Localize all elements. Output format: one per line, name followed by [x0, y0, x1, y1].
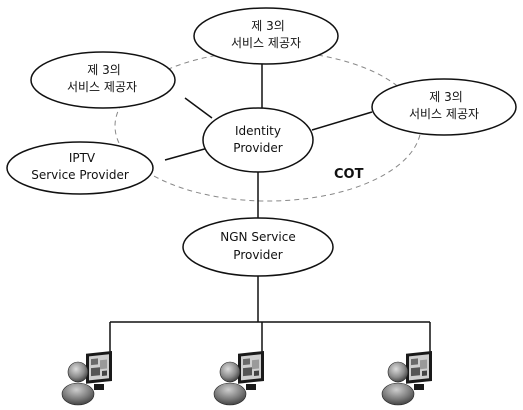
node-label-line1: 제 3의: [251, 19, 285, 33]
user-computer-icon: [213, 350, 265, 406]
cot-label: COT: [334, 167, 364, 182]
user-computer-icon: [381, 350, 433, 406]
user-terminal-1: [61, 350, 113, 406]
user-terminal-3: [381, 350, 433, 406]
node-label-line2: Provider: [233, 141, 282, 155]
node-label-line1: 제 3의: [429, 90, 463, 104]
node-label-line2: Service Provider: [31, 168, 129, 182]
link-idp-left: [184, 97, 213, 119]
node-third-party-top: 제 3의 서비스 제공자: [193, 7, 339, 65]
node-label-line2: Provider: [233, 248, 282, 262]
link-idp-right: [311, 111, 373, 131]
node-label-line1: IPTV: [69, 151, 96, 165]
node-label-line1: NGN Service: [220, 230, 295, 244]
node-label-line2: 서비스 제공자: [67, 80, 137, 94]
link-idp-iptv: [164, 147, 209, 161]
node-label-line1: 제 3의: [87, 63, 121, 77]
node-ngn-provider: NGN Service Provider: [182, 217, 334, 277]
user-terminal-2: [213, 350, 265, 406]
user-computer-icon: [61, 350, 113, 406]
node-label-line1: Identity: [235, 124, 281, 138]
node-third-party-left: 제 3의 서비스 제공자: [30, 51, 176, 109]
connections: [109, 62, 431, 352]
node-label-line2: 서비스 제공자: [231, 36, 301, 50]
node-label-line2: 서비스 제공자: [409, 107, 479, 121]
node-identity-provider: Identity Provider: [202, 107, 314, 173]
node-third-party-right: 제 3의 서비스 제공자: [371, 78, 517, 136]
node-iptv-provider: IPTV Service Provider: [6, 141, 154, 195]
